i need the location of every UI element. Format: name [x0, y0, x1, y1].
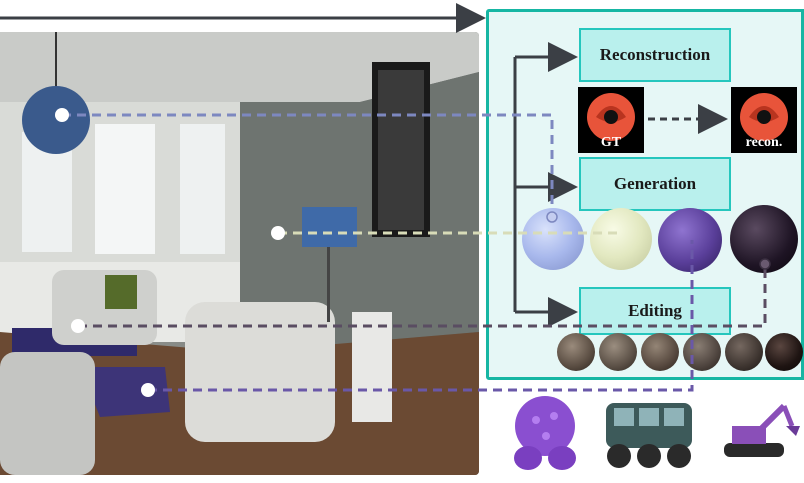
sphere1-dot	[547, 212, 557, 222]
connector-table-to-sphere4	[78, 264, 765, 326]
sphere4-dot	[760, 259, 770, 269]
connector-rug-to-sphere3	[148, 240, 692, 390]
pendant-dot	[55, 108, 69, 122]
gt-label: GT	[601, 135, 621, 151]
connector-pendant-to-sphere1	[62, 115, 552, 210]
recon-label: recon.	[746, 135, 783, 151]
lamp-dot	[271, 226, 285, 240]
table-dot	[71, 319, 85, 333]
rug-dot	[141, 383, 155, 397]
